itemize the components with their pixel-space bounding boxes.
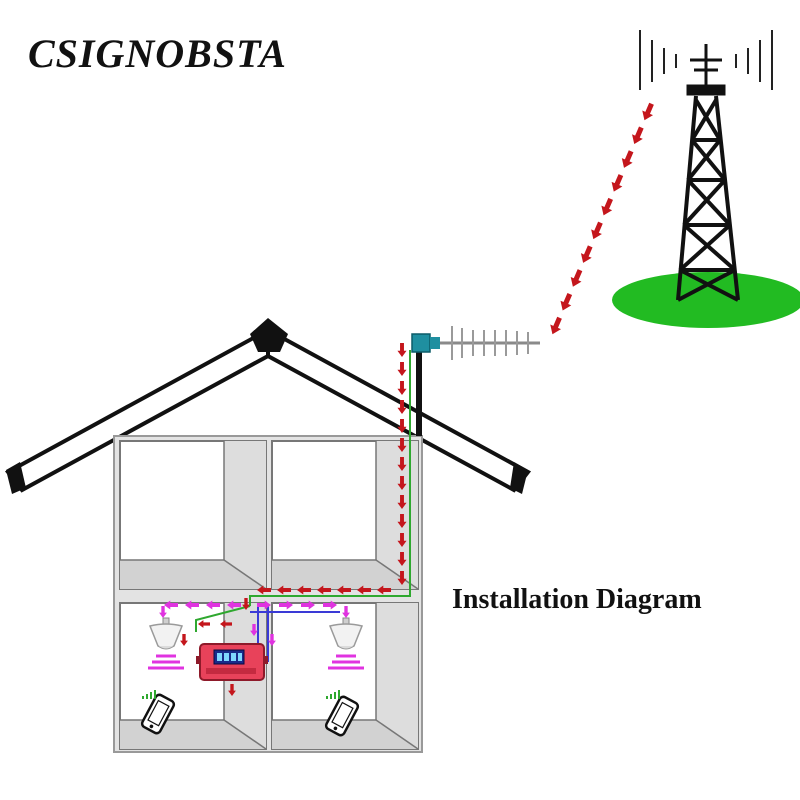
- diagram-caption: Installation Diagram: [452, 584, 702, 615]
- downlink-arrow-icon: [621, 150, 634, 168]
- indoor-arrow-icon: [279, 600, 293, 610]
- indoor-arrow-icon: [257, 600, 271, 610]
- cable-downlink-arrows: [180, 343, 407, 696]
- indoor-arrow-icon: [323, 600, 337, 610]
- house-roof: [4, 318, 532, 494]
- downlink-arrow-icon: [297, 585, 311, 595]
- indoor-arrow-icon: [185, 600, 199, 610]
- downlink-arrow-icon: [257, 585, 271, 595]
- downlink-arrow-icon: [220, 620, 232, 628]
- indoor-arrow-icon: [301, 600, 315, 610]
- downlink-arrow-icon: [397, 495, 407, 509]
- yagi-antenna-icon: [411, 326, 540, 436]
- downlink-arrow-icon: [632, 126, 644, 145]
- downlink-arrow-icon: [397, 438, 407, 452]
- mobile-phone-icon: [140, 693, 176, 735]
- indoor-arrow-icon: [164, 600, 178, 610]
- downlink-arrow-icon: [198, 620, 210, 628]
- downlink-arrow-icon: [397, 400, 407, 414]
- downlink-arrow-icon: [397, 362, 407, 376]
- downlink-arrow-icon: [397, 514, 407, 528]
- downlink-arrow-icon: [580, 245, 593, 263]
- room-upper-left: [119, 440, 267, 590]
- downlink-arrow-icon: [591, 221, 603, 240]
- signal-bars-icon: [326, 690, 340, 699]
- downlink-arrow-icon: [317, 585, 331, 595]
- indoor-distribution-arrows: [159, 600, 350, 646]
- downlink-arrow-icon: [397, 343, 407, 357]
- downlink-arrow-icon: [377, 585, 391, 595]
- room-upper-right: [271, 440, 419, 590]
- downlink-arrow-icon: [180, 634, 188, 646]
- indoor-arrow-icon: [159, 606, 167, 618]
- tower-signal-left-icon: [639, 30, 677, 90]
- mobile-phone-icon: [324, 695, 360, 737]
- downlink-arrow-icon: [397, 419, 407, 433]
- indoor-arrow-icon: [227, 600, 241, 610]
- ground-patch: [612, 272, 800, 328]
- signal-booster-icon: [196, 643, 268, 681]
- downlink-arrow-icon: [228, 684, 236, 696]
- signal-bars-icon: [142, 690, 156, 699]
- downlink-arrow-icon: [397, 476, 407, 490]
- downlink-arrow-icon: [611, 174, 624, 192]
- ceiling-antenna-icon: [328, 617, 364, 670]
- tower-signal-right-icon: [735, 30, 773, 90]
- downlink-arrow-icon: [397, 571, 407, 585]
- downlink-arrow-icon: [550, 316, 562, 335]
- indoor-arrow-icon: [268, 634, 276, 646]
- downlink-arrow-icon: [277, 585, 291, 595]
- indoor-arrow-icon: [206, 600, 220, 610]
- downlink-arrow-icon: [601, 197, 613, 216]
- brand-logo-text: CSIGNOBSTA: [28, 31, 287, 76]
- downlink-arrow-icon: [337, 585, 351, 595]
- downlink-arrow-icon: [570, 269, 583, 287]
- tower-downlink-arrows: [550, 102, 654, 335]
- indoor-arrow-icon: [342, 606, 350, 618]
- ceiling-antenna-icon: [148, 617, 184, 670]
- downlink-arrow-icon: [397, 457, 407, 471]
- cell-tower-icon: [612, 30, 800, 328]
- downlink-arrow-icon: [642, 102, 654, 121]
- downlink-arrow-icon: [397, 533, 407, 547]
- indoor-arrow-icon: [250, 624, 258, 636]
- downlink-arrow-icon: [397, 552, 407, 566]
- downlink-arrow-icon: [397, 381, 407, 395]
- downlink-arrow-icon: [242, 598, 250, 610]
- downlink-arrow-icon: [560, 292, 573, 311]
- downlink-arrow-icon: [357, 585, 371, 595]
